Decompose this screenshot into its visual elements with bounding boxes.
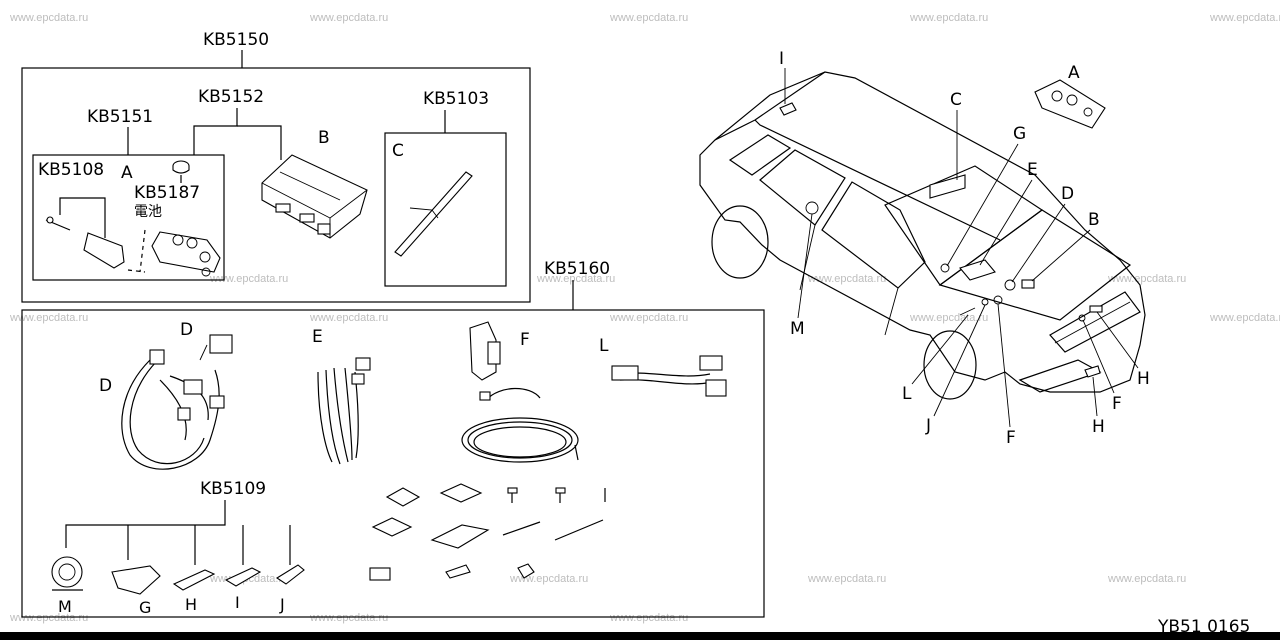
car-label-f2: F bbox=[1006, 428, 1016, 448]
watermark: www.epcdata.ru bbox=[309, 312, 388, 324]
car-label-d: D bbox=[1061, 184, 1074, 204]
kb5152-leader bbox=[237, 125, 282, 160]
car-leader-g bbox=[946, 143, 1019, 267]
part-l-label: L bbox=[599, 336, 609, 356]
part-h-bracket bbox=[172, 569, 216, 591]
watermark: www.epcdata.ru bbox=[1209, 12, 1280, 24]
car-leader-e bbox=[979, 179, 1033, 266]
car-label-i: I bbox=[779, 49, 784, 69]
watermark: www.epcdata.ru bbox=[9, 12, 88, 24]
control-unit bbox=[261, 154, 368, 239]
car-label-j: J bbox=[925, 416, 931, 436]
part-a-label: A bbox=[121, 163, 133, 183]
part-j-label: J bbox=[279, 595, 285, 614]
kb5152-label: KB5152 bbox=[198, 87, 264, 107]
watermark: www.epcdata.ru bbox=[609, 12, 688, 24]
part-g-bracket bbox=[111, 565, 161, 595]
part-e-label: E bbox=[312, 327, 323, 347]
kb5150-box bbox=[21, 67, 531, 303]
kb5108-leader bbox=[59, 197, 106, 238]
watermark: www.epcdata.ru bbox=[609, 612, 688, 624]
kb5187-label: KB5187 bbox=[134, 183, 200, 203]
car-leader-h bbox=[1096, 311, 1139, 369]
car-label-b: B bbox=[1088, 210, 1100, 230]
car-label-g: G bbox=[1013, 124, 1026, 144]
part-g-label: G bbox=[139, 598, 151, 617]
watermark: www.epcdata.ru bbox=[609, 312, 688, 324]
car-leader-f2 bbox=[997, 303, 1011, 428]
watermark: www.epcdata.ru bbox=[209, 273, 288, 285]
watermark: www.epcdata.ru bbox=[309, 612, 388, 624]
car-leader-m bbox=[797, 213, 813, 319]
part-j-clip bbox=[275, 564, 305, 585]
battery-icon bbox=[172, 160, 190, 183]
kb5160-box bbox=[21, 309, 765, 618]
watermark: www.epcdata.ru bbox=[1107, 273, 1186, 285]
car-leader-j bbox=[933, 304, 986, 417]
watermark: www.epcdata.ru bbox=[807, 273, 886, 285]
car-label-c: C bbox=[950, 90, 962, 110]
watermark: www.epcdata.ru bbox=[9, 312, 88, 324]
watermark: www.epcdata.ru bbox=[909, 312, 988, 324]
part-m-sensor bbox=[51, 556, 83, 591]
kb5150-label: KB5150 bbox=[203, 30, 269, 50]
part-f-label: F bbox=[520, 330, 530, 350]
part-h-label: H bbox=[185, 595, 197, 614]
part-i-label: I bbox=[235, 593, 240, 612]
car-leader-b bbox=[1031, 229, 1091, 282]
kb5103-label: KB5103 bbox=[423, 89, 489, 109]
part-c-label: C bbox=[392, 141, 404, 161]
kb5103-box bbox=[384, 132, 507, 287]
kb5109-label: KB5109 bbox=[200, 479, 266, 499]
car-label-f: F bbox=[1112, 394, 1122, 414]
car-label-h: H bbox=[1137, 369, 1150, 389]
part-i-bracket bbox=[224, 567, 262, 587]
car-leader-d bbox=[1011, 203, 1066, 283]
battery-label: 電池 bbox=[134, 204, 162, 220]
car-label-a: A bbox=[1068, 63, 1080, 83]
car-leader-h2 bbox=[1092, 376, 1098, 417]
harness-d bbox=[121, 334, 233, 470]
hardware-kit bbox=[369, 483, 606, 581]
kb5151-label: KB5151 bbox=[87, 107, 153, 127]
kb5108-label: KB5108 bbox=[38, 160, 104, 180]
siren-with-cable bbox=[461, 321, 579, 463]
part-b-label: B bbox=[318, 128, 330, 148]
part-m-label: M bbox=[58, 597, 72, 616]
remote-transmitter bbox=[151, 231, 221, 277]
car-label-m: M bbox=[790, 319, 805, 339]
kb5151-box bbox=[32, 154, 225, 281]
watermark: www.epcdata.ru bbox=[909, 12, 988, 24]
kb5152-leader bbox=[193, 108, 238, 155]
part-d-label: D bbox=[180, 320, 193, 340]
harness-e bbox=[317, 357, 371, 465]
car-leader-l bbox=[911, 314, 969, 385]
watermark: www.epcdata.ru bbox=[536, 273, 615, 285]
car-label-l: L bbox=[902, 384, 912, 404]
watermark: www.epcdata.ru bbox=[309, 12, 388, 24]
car-label-e: E bbox=[1027, 160, 1038, 180]
key-dash bbox=[127, 269, 146, 273]
antenna-film bbox=[394, 171, 473, 257]
watermark: www.epcdata.ru bbox=[509, 573, 588, 585]
footer-bar bbox=[0, 632, 1280, 640]
car-leader-f bbox=[1082, 319, 1115, 394]
kb5109-leader bbox=[65, 500, 226, 548]
watermark: www.epcdata.ru bbox=[9, 612, 88, 624]
kb5160-label: KB5160 bbox=[544, 259, 610, 279]
watermark: www.epcdata.ru bbox=[807, 573, 886, 585]
vehicle-drawing bbox=[699, 71, 1146, 400]
key-blade bbox=[45, 216, 125, 269]
part-d-label: D bbox=[99, 376, 112, 396]
watermark: www.epcdata.ru bbox=[1209, 312, 1280, 324]
key-dash bbox=[139, 229, 146, 273]
car-remote-a bbox=[1034, 79, 1106, 129]
watermark: www.epcdata.ru bbox=[1107, 573, 1186, 585]
harness-l bbox=[611, 355, 727, 397]
car-label-h2: H bbox=[1092, 417, 1105, 437]
